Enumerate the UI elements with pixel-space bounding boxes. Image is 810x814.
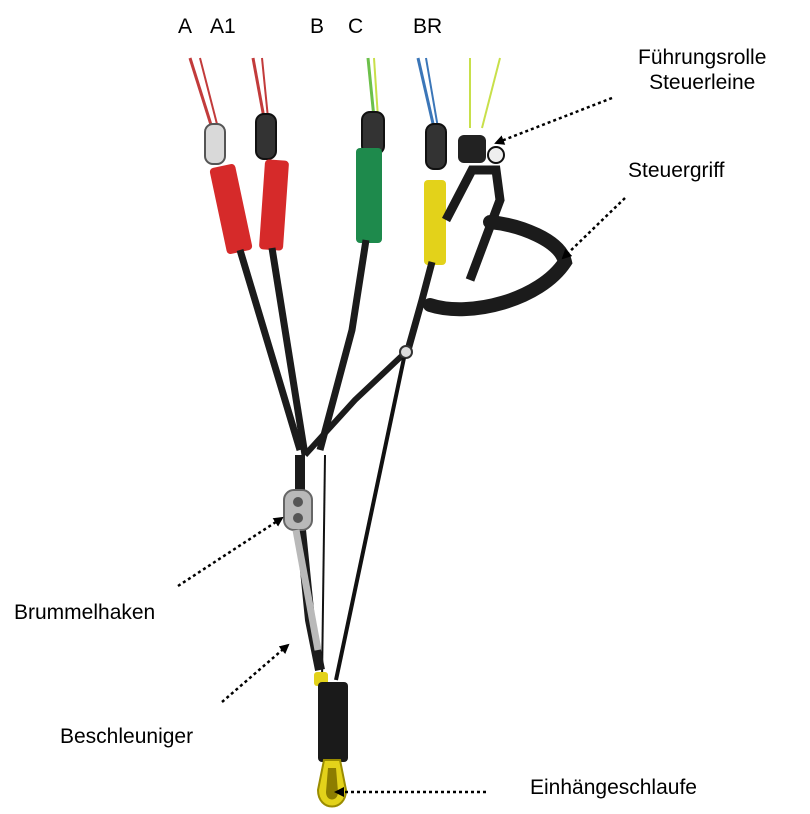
guide-pulley: [458, 135, 486, 163]
riser-a1-sleeve: [259, 159, 289, 250]
riser-a-sleeve: [209, 163, 253, 254]
riser-b-webbing: [320, 240, 366, 450]
hang-loop-sleeve: [318, 682, 348, 762]
brummel-hook-hole: [293, 497, 303, 507]
brummel-hook-hole-2: [293, 513, 303, 523]
label-speed-bar: Beschleuniger: [60, 724, 193, 749]
brake-handle-loop: [430, 222, 565, 309]
label-brake-handle: Steuergriff: [628, 158, 725, 183]
label-riser-br: BR: [413, 14, 442, 39]
label-riser-a1: A1: [210, 14, 236, 39]
arrow-speed-bar: [222, 645, 288, 702]
riser-b-connector: [362, 112, 384, 154]
riser-a1: [256, 114, 305, 455]
riser-br-sleeve: [424, 180, 446, 265]
riser-a1-webbing: [272, 248, 305, 455]
brake-handle: [430, 135, 565, 309]
label-riser-c: C: [348, 14, 363, 39]
riser-a1-connector: [256, 114, 276, 159]
speed-pulley: [400, 346, 412, 358]
riser-br-crossstrap: [305, 350, 408, 455]
line-brake-2: [482, 58, 500, 128]
hang-loop-assembly: [314, 672, 348, 807]
label-guide-pulley-line1: Führungsrolle: [638, 45, 766, 70]
speed-line-inner: [322, 455, 325, 680]
label-hang-loop: Einhängeschlaufe: [530, 775, 697, 800]
brummel-hook: [284, 490, 318, 650]
arrow-brake-handle: [563, 198, 625, 258]
hang-loop-inner: [326, 768, 338, 800]
riser-b-sleeve: [356, 148, 382, 243]
callout-arrows: [178, 98, 625, 792]
guide-pulley-wheel: [488, 147, 504, 163]
arrow-guide-pulley: [496, 98, 612, 143]
arrow-brummel-hook: [178, 518, 282, 586]
riser-br-connector: [426, 124, 446, 169]
label-riser-b: B: [310, 14, 324, 39]
label-riser-a: A: [178, 14, 192, 39]
label-guide-pulley-line2: Steuerleine: [638, 70, 766, 95]
riser-a-connector: [205, 124, 225, 164]
suspension-lines: [190, 58, 500, 128]
label-brummel-hook: Brummelhaken: [14, 600, 155, 625]
brummel-hook-body: [284, 490, 312, 530]
label-guide-pulley: Führungsrolle Steuerleine: [638, 45, 766, 95]
line-b: [368, 58, 374, 118]
